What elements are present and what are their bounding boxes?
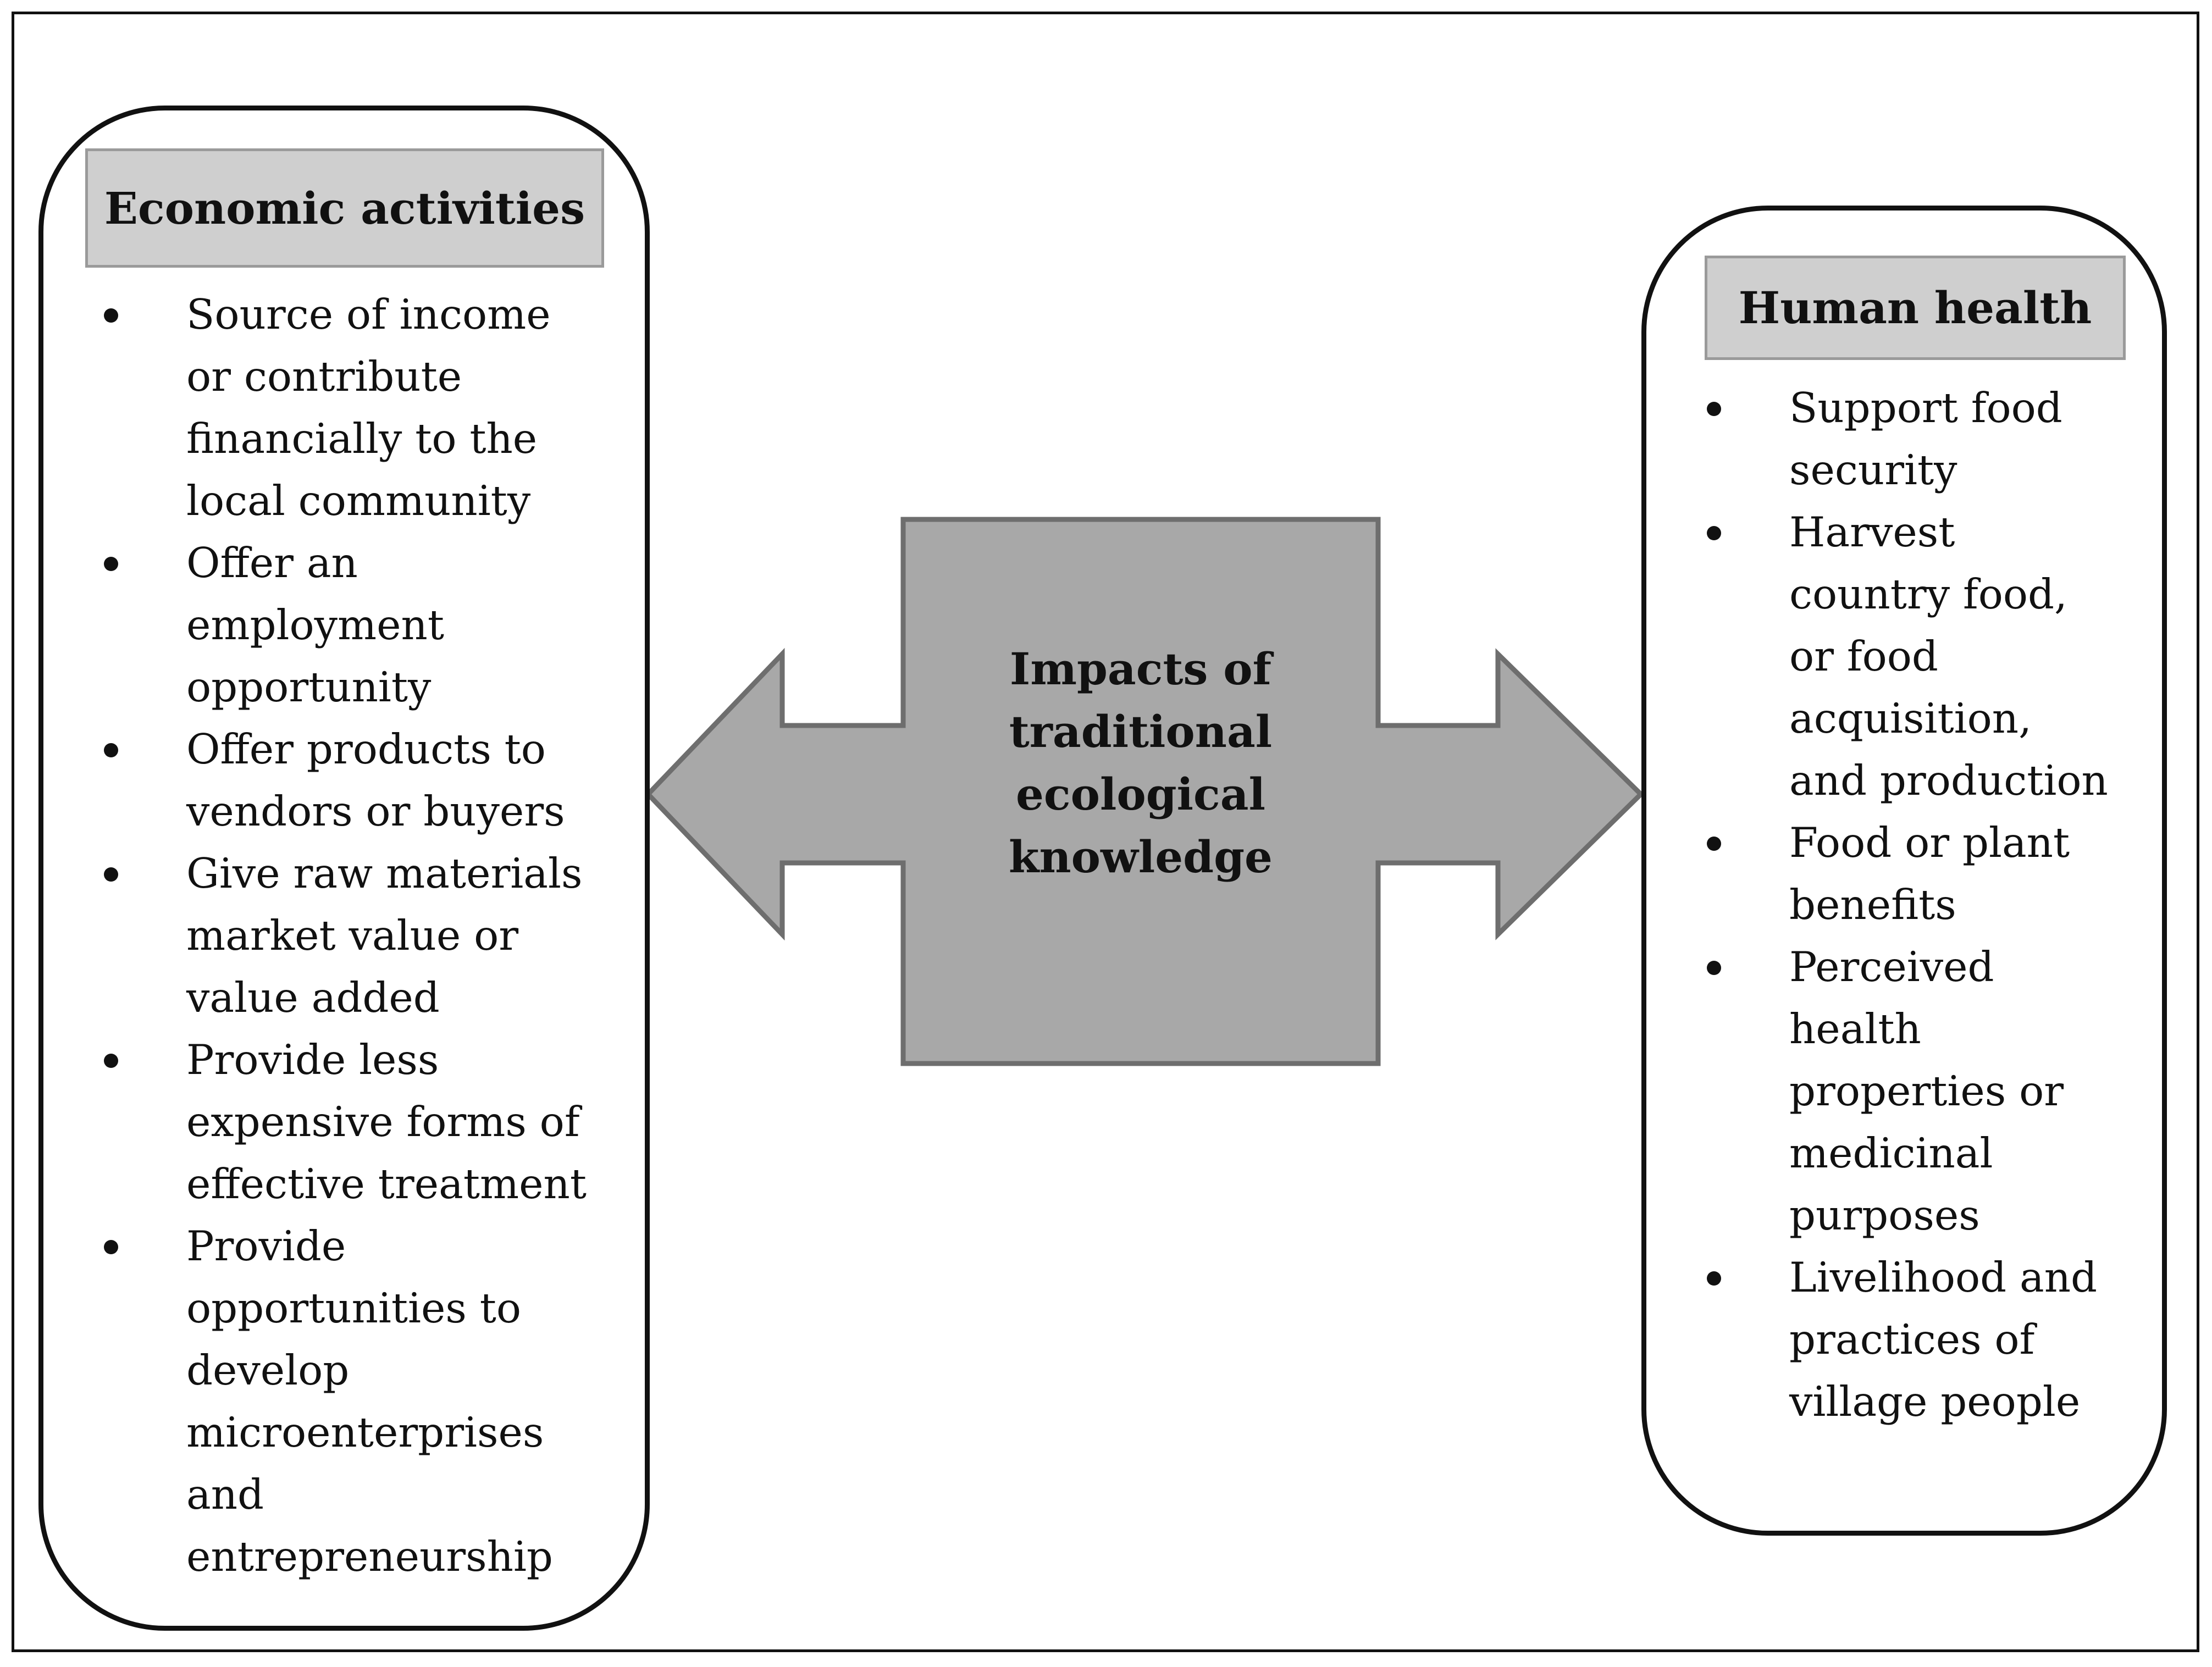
economic-activities-panel: Economic activities Source of income or … [38, 106, 650, 1631]
item-line: Provide [186, 1222, 346, 1270]
list-item: Source of income or contribute financial… [104, 284, 610, 532]
item-line: entrepreneurship [186, 1532, 553, 1581]
list-item: Support food security [1707, 377, 2147, 501]
figure-frame [12, 12, 2199, 1652]
item-line: purposes [1789, 1191, 1980, 1239]
item-line: security [1789, 446, 1957, 494]
list-item: Offer an employment opportunity [104, 532, 610, 718]
item-line: microenterprises [186, 1408, 544, 1456]
item-line: Give raw materials [186, 849, 583, 898]
item-line: practices of [1789, 1315, 2035, 1364]
center-label-line: Impacts of [1009, 643, 1272, 695]
item-line: health [1789, 1005, 1921, 1053]
item-line: vendors or buyers [186, 787, 565, 835]
item-line: and [186, 1470, 264, 1519]
list-item: Give raw materials market value or value… [104, 843, 610, 1029]
bullet-icon [104, 867, 118, 882]
item-line: village people [1789, 1377, 2081, 1426]
human-health-list: Support food security Harvest country fo… [1707, 377, 2147, 1433]
bullet-icon [1707, 402, 1721, 416]
item-line: local community [186, 477, 531, 525]
item-line: or contribute [186, 352, 462, 401]
item-line: value added [186, 973, 440, 1022]
item-line: Support food [1789, 384, 2062, 432]
list-item: Livelihood and practices of village peop… [1707, 1247, 2147, 1433]
bullet-icon [104, 557, 118, 571]
item-line: acquisition, [1789, 694, 2032, 743]
item-line: Offer products to [186, 725, 546, 773]
bullet-icon [1707, 526, 1721, 540]
item-line: or food [1789, 632, 1938, 680]
bullet-icon [1707, 837, 1721, 851]
bullet-icon [1707, 961, 1721, 975]
item-line: financially to the [186, 414, 538, 463]
item-line: Harvest [1789, 508, 1955, 556]
item-line: properties or [1789, 1067, 2064, 1115]
item-line: expensive forms of [186, 1098, 580, 1146]
list-item: Provide less expensive forms of effectiv… [104, 1029, 610, 1215]
economic-activities-list: Source of income or contribute financial… [104, 284, 610, 1588]
item-line: market value or [186, 911, 519, 960]
item-line: Offer an [186, 539, 358, 587]
double-arrow-shape [644, 517, 1645, 1066]
item-line: employment [186, 601, 444, 649]
item-line: Provide less [186, 1035, 439, 1084]
human-health-panel: Human health Support food security Harve… [1641, 206, 2167, 1536]
list-item: Perceived health properties or medicinal… [1707, 936, 2147, 1247]
list-item: Provide opportunities to develop microen… [104, 1215, 610, 1588]
bullet-icon [1707, 1271, 1721, 1286]
item-line: opportunity [186, 663, 432, 711]
item-line: and production [1789, 756, 2108, 805]
item-line: Source of income [186, 290, 551, 339]
item-line: medicinal [1789, 1129, 1993, 1177]
economic-activities-title: Economic activities [85, 148, 604, 268]
center-label-line: ecological [1016, 768, 1265, 820]
bullet-icon [104, 743, 118, 757]
item-line: effective treatment [186, 1160, 587, 1208]
bullet-icon [104, 308, 118, 323]
item-line: develop [186, 1346, 350, 1394]
item-line: country food, [1789, 570, 2067, 618]
list-item: Offer products to vendors or buyers [104, 718, 610, 843]
item-line: Food or plant [1789, 818, 2070, 867]
item-line: benefits [1789, 880, 1956, 929]
center-label-line: knowledge [1009, 831, 1273, 883]
human-health-title: Human health [1705, 256, 2126, 360]
bullet-icon [104, 1240, 118, 1254]
bullet-icon [104, 1054, 118, 1068]
list-item: Food or plant benefits [1707, 812, 2147, 936]
item-line: opportunities to [186, 1284, 522, 1332]
item-line: Livelihood and [1789, 1253, 2098, 1302]
list-item: Harvest country food, or food acquisitio… [1707, 501, 2147, 812]
item-line: Perceived [1789, 943, 1994, 991]
center-label-line: traditional [1009, 706, 1273, 757]
center-label: Impacts of traditional ecological knowle… [902, 638, 1380, 888]
